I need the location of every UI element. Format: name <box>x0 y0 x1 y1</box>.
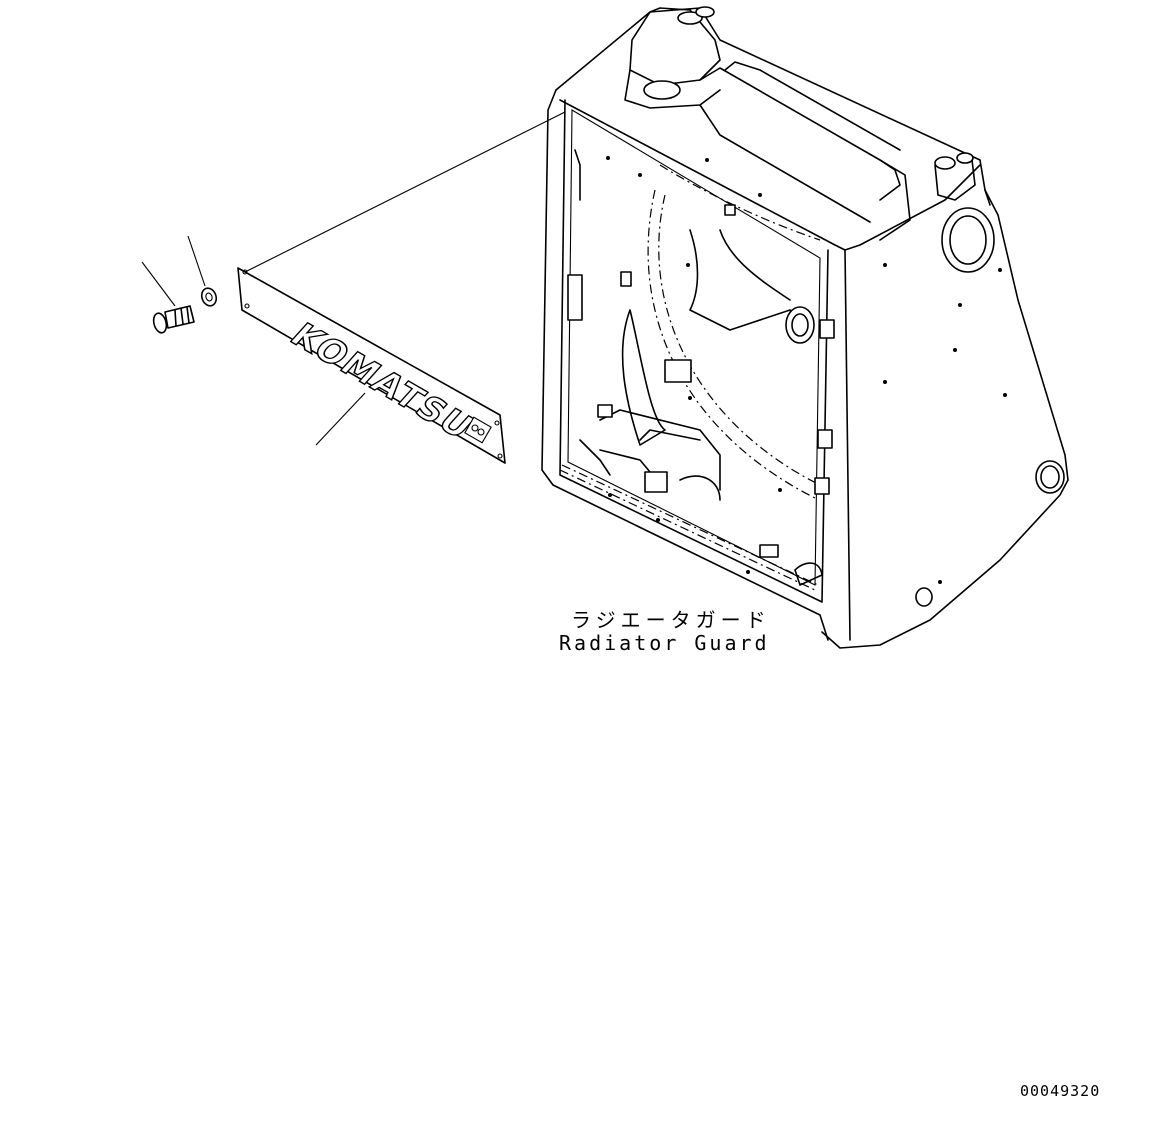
emblem-icon <box>464 416 492 444</box>
washer-part <box>200 287 218 307</box>
radiator-guard <box>541 6 1069 649</box>
leader-line-panel-to-guard <box>244 111 566 273</box>
komatsu-logo: KOMATSU <box>282 317 483 447</box>
komatsu-nameplate-panel: KOMATSU <box>237 267 506 464</box>
part-label-japanese: ラジエータガード <box>571 608 771 632</box>
part-label-english: Radiator Guard <box>559 631 770 655</box>
leader-line-bolt <box>141 261 176 307</box>
bolt-part <box>152 305 195 334</box>
leader-line-nameplate <box>315 392 366 446</box>
leader-line-washer <box>187 235 206 287</box>
drawing-number: 00049320 <box>1020 1082 1101 1100</box>
